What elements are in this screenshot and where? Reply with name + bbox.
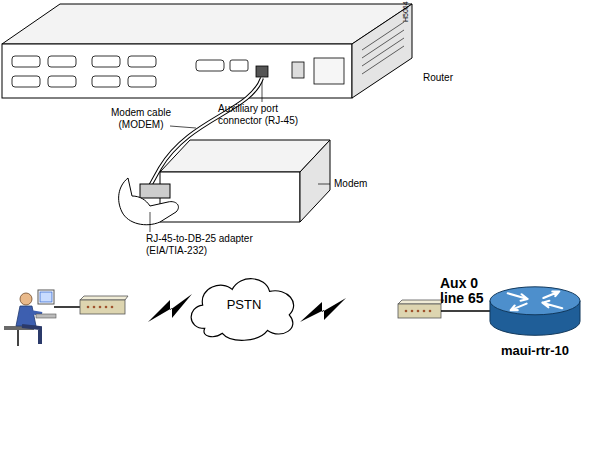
led xyxy=(99,306,102,309)
leader-line xyxy=(318,184,330,185)
callout-label: Modem cable (MODEM) xyxy=(108,107,174,130)
db-connector xyxy=(128,76,156,87)
led xyxy=(87,306,90,309)
modem-icon-top xyxy=(80,296,128,300)
vent-slot xyxy=(362,30,404,58)
hand xyxy=(119,178,179,225)
modem-icon-top xyxy=(398,300,444,304)
db-connector xyxy=(48,76,76,87)
pc-monitor xyxy=(38,290,54,304)
led xyxy=(411,310,414,313)
modem-leds xyxy=(87,306,114,309)
router-top xyxy=(490,287,580,315)
db-connector xyxy=(128,56,156,67)
callout-label: Router xyxy=(423,72,473,84)
pc-screen xyxy=(40,292,52,302)
router-arrow xyxy=(543,291,559,298)
db-connector xyxy=(92,56,120,67)
led xyxy=(423,310,426,313)
pstn-cloud: PSTN xyxy=(185,268,303,346)
callout-label: RJ-45-to-DB-25 adapter (EIA/TIA-232) xyxy=(146,233,272,256)
modem-front xyxy=(160,172,300,222)
led xyxy=(405,310,408,313)
router-outline xyxy=(488,284,582,340)
chair xyxy=(17,330,19,346)
aux-cable xyxy=(441,310,490,312)
aux-port xyxy=(256,66,268,77)
serial-ports xyxy=(12,56,248,87)
console-port xyxy=(230,60,248,71)
router-arrow xyxy=(511,304,527,311)
node-text: PSTN xyxy=(185,297,303,312)
modem-leds xyxy=(405,310,432,313)
vent-slot xyxy=(362,22,404,50)
dialup-bolt xyxy=(300,298,346,322)
dialup-bolt xyxy=(148,294,192,322)
node-text: maui-rtr-10 xyxy=(480,343,590,358)
led xyxy=(417,310,420,313)
db-connector xyxy=(48,56,76,67)
led xyxy=(93,306,96,309)
led xyxy=(429,310,432,313)
led xyxy=(111,306,114,309)
db-connector xyxy=(196,60,224,71)
power-switch xyxy=(292,62,304,78)
db-connector xyxy=(12,76,40,87)
leader-line xyxy=(150,212,151,232)
vent-slot xyxy=(362,46,404,74)
callout-label: Auxilliary port connector (RJ-45) xyxy=(218,103,314,126)
led xyxy=(105,306,108,309)
side-vents xyxy=(362,22,404,74)
user-body xyxy=(16,306,36,326)
chassis-front xyxy=(2,44,352,98)
desk xyxy=(36,314,56,318)
modem-side xyxy=(300,140,330,222)
modem-icon xyxy=(398,304,441,318)
db-connector xyxy=(12,56,40,67)
db25-adapter xyxy=(140,184,170,198)
figure-number: H5064 xyxy=(402,0,410,22)
vent-slot xyxy=(362,38,404,66)
chassis-top xyxy=(2,4,412,44)
user-head xyxy=(20,293,32,305)
router-icon: maui-rtr-10 xyxy=(488,284,582,340)
callout-label: Modem xyxy=(334,178,384,190)
router-arrow xyxy=(508,293,528,300)
user-legs xyxy=(22,326,40,344)
port-label: Aux 0 line 65 xyxy=(440,276,498,307)
phone-cable xyxy=(54,306,80,308)
router-arrow xyxy=(542,301,562,308)
leader-line xyxy=(170,126,196,128)
power-inlet xyxy=(314,58,344,84)
modem-icon xyxy=(80,300,125,314)
db-connector xyxy=(92,76,120,87)
